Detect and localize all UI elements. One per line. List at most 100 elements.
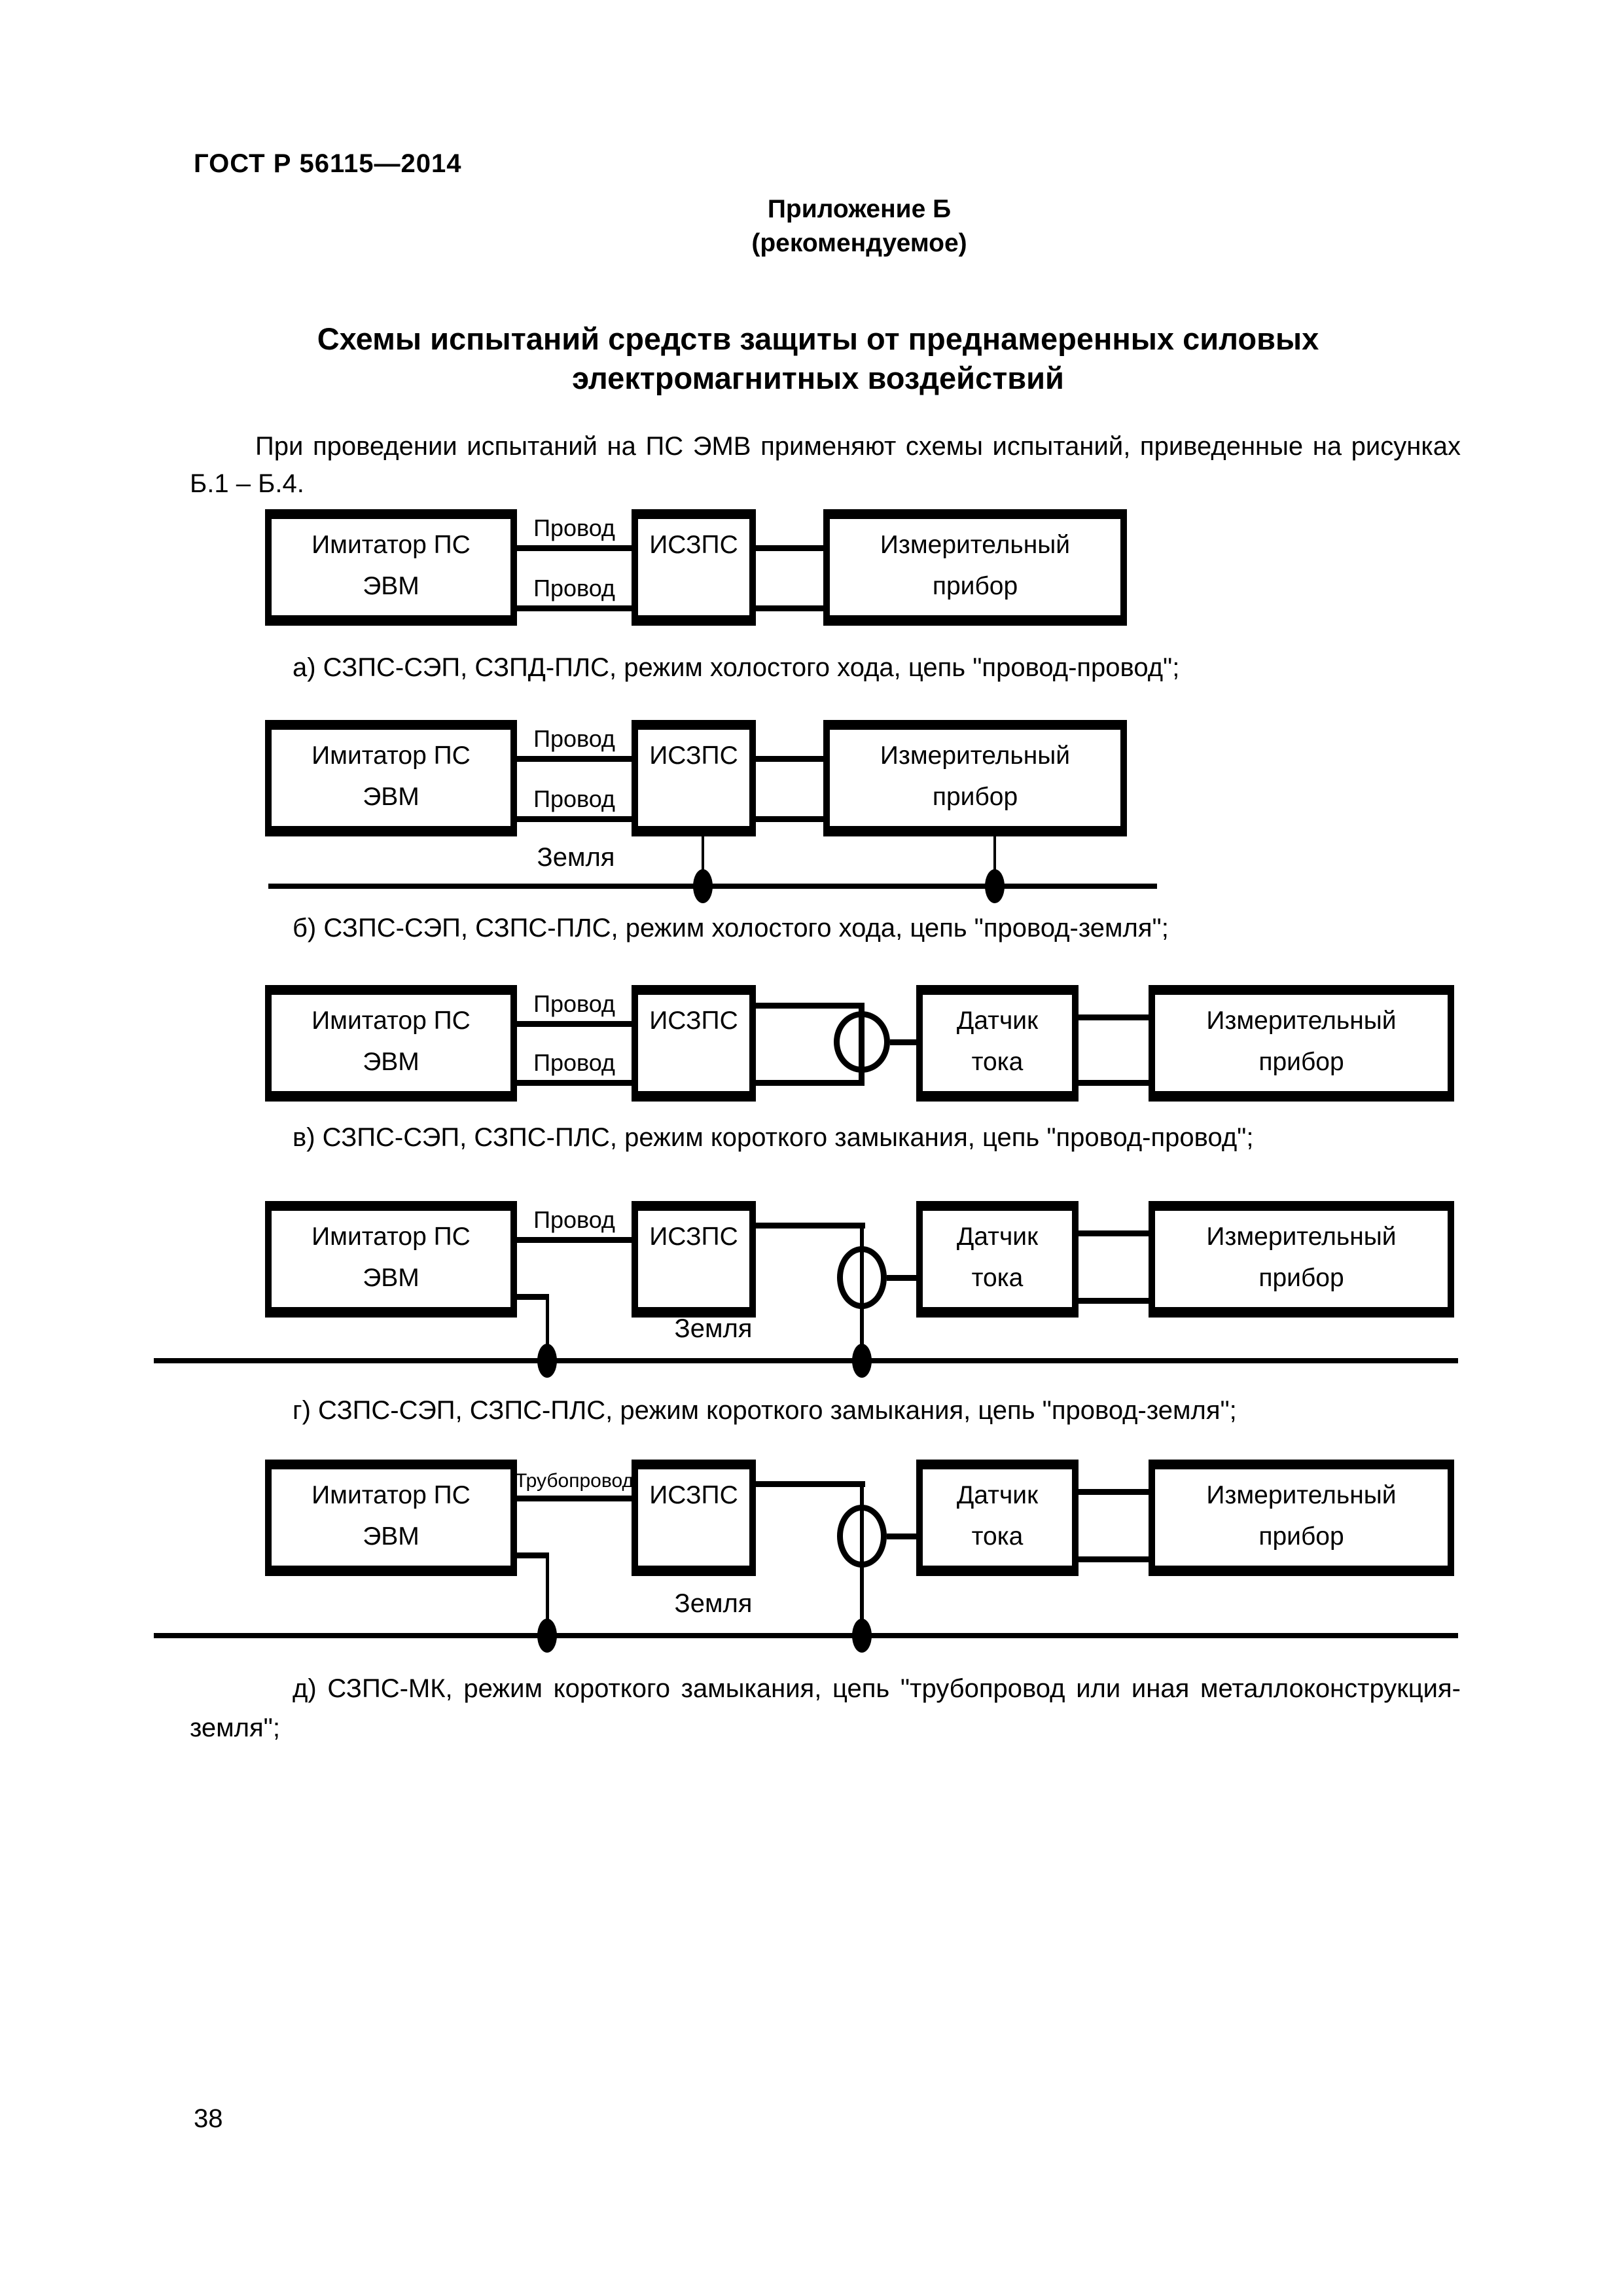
short-circuit-wire [756,1223,865,1229]
meter-label-1: Измерительный [880,531,1071,559]
sensor-label-1: Датчик [956,1223,1039,1251]
protector-box: ИСЗПС [632,1201,756,1318]
meter-box: Измерительный прибор [823,509,1127,626]
page-number: 38 [194,2104,223,2133]
wire-line [517,1080,632,1086]
ground-label: Земля [537,843,615,872]
simulator-label-1: Имитатор ПС [312,531,471,559]
wire-label: Провод [533,990,615,1017]
ground-lead [993,836,996,885]
ground-lead [517,1552,548,1558]
meter-box: Измерительный прибор [1149,1460,1454,1576]
meter-label-2: прибор [1258,1522,1344,1551]
short-circuit-wire [756,1003,865,1009]
wire-label: Провод [533,575,615,601]
caption-g: г) СЗПС-СЭП, СЗПС-ПЛС, режим короткого з… [293,1396,1237,1425]
simulator-box: Имитатор ПС ЭВМ [265,985,517,1102]
simulator-label-2: ЭВМ [363,1522,419,1551]
wire-label: Провод [533,1206,615,1233]
ground-line [154,1358,1458,1363]
ground-lead [517,1294,548,1300]
meter-box: Измерительный прибор [823,720,1127,836]
meter-box: Измерительный прибор [1149,985,1454,1102]
caption-b: б) СЗПС-СЭП, СЗПС-ПЛС, режим холостого х… [293,914,1169,942]
protector-box: ИСЗПС [632,720,756,836]
appendix-heading: Приложение Б (рекомендуемое) [532,192,1186,260]
sensor-box: Датчик тока [916,1460,1079,1576]
meter-box: Измерительный прибор [1149,1201,1454,1318]
junction-dot [693,869,713,903]
current-probe-circle [837,1246,887,1309]
meter-label-2: прибор [932,783,1018,811]
protector-label: ИСЗПС [649,1223,738,1251]
wire-line [756,605,823,611]
wire-label: Провод [533,725,615,752]
intro-line-2: Б.1 – Б.4. [190,469,304,498]
meter-label-2: прибор [932,572,1018,600]
wire-label: Провод [533,1049,615,1076]
appendix-type: (рекомендуемое) [751,229,967,257]
meter-label-1: Измерительный [880,742,1071,770]
caption-v: в) СЗПС-СЭП, СЗПС-ПЛС, режим короткого з… [293,1123,1254,1152]
wire-line [1079,1298,1149,1304]
title-line-2: электромагнитных воздействий [572,361,1064,395]
simulator-box: Имитатор ПС ЭВМ [265,720,517,836]
sensor-label-2: тока [971,1048,1024,1076]
sensor-label-2: тока [971,1522,1024,1551]
wire-label: Провод [533,785,615,812]
simulator-label-2: ЭВМ [363,572,419,600]
simulator-label-1: Имитатор ПС [312,1007,471,1035]
wire-line [756,545,823,551]
sensor-label-2: тока [971,1264,1024,1292]
sensor-box: Датчик тока [916,985,1079,1102]
standard-number: ГОСТ Р 56115—2014 [194,149,462,178]
simulator-box: Имитатор ПС ЭВМ [265,1201,517,1318]
protector-label: ИСЗПС [649,1481,738,1509]
short-circuit-wire [756,1080,865,1086]
probe-lead [887,1275,916,1281]
simulator-label-2: ЭВМ [363,783,419,811]
simulator-label-2: ЭВМ [363,1048,419,1076]
sensor-label-1: Датчик [956,1481,1039,1509]
probe-lead [890,1039,916,1045]
simulator-label-1: Имитатор ПС [312,742,471,770]
simulator-label-1: Имитатор ПС [312,1481,471,1509]
meter-label-2: прибор [1258,1048,1344,1076]
wire-line [756,816,823,822]
ground-line [268,884,1157,889]
simulator-box: Имитатор ПС ЭВМ [265,509,517,626]
caption-d-line-1: д) СЗПС-МК, режим короткого замыкания, ц… [293,1674,1461,1703]
current-probe-circle [837,1505,887,1568]
meter-label-1: Измерительный [1206,1007,1397,1035]
wire-line [517,816,632,822]
caption-a: а) СЗПС-СЭП, СЗПД-ПЛС, режим холостого х… [293,653,1180,682]
junction-dot [852,1619,872,1653]
ground-lead [702,836,704,885]
page-title: Схемы испытаний средств защиты от предна… [164,319,1472,398]
protector-box: ИСЗПС [632,509,756,626]
protector-label: ИСЗПС [649,1007,738,1035]
simulator-label-1: Имитатор ПС [312,1223,471,1251]
junction-dot [537,1344,557,1378]
current-probe-circle [834,1011,890,1073]
appendix-label: Приложение Б [767,195,952,223]
wire-line [756,756,823,762]
pipe-label: Трубопровод [515,1470,633,1492]
protector-label: ИСЗПС [649,531,738,559]
ground-lead [546,1294,549,1358]
caption-d-line-2: земля"; [190,1713,280,1742]
wire-line [1079,1489,1149,1495]
protector-label: ИСЗПС [649,742,738,770]
wire-line [517,545,632,551]
junction-dot [985,869,1005,903]
wire-line [1079,1556,1149,1562]
sensor-box: Датчик тока [916,1201,1079,1318]
ground-label: Земля [674,1589,753,1618]
ground-line [154,1633,1458,1638]
wire-label: Провод [533,514,615,541]
wire-line [1079,1014,1149,1020]
wire-line [1079,1080,1149,1086]
junction-dot [852,1344,872,1378]
meter-label-1: Измерительный [1206,1481,1397,1509]
